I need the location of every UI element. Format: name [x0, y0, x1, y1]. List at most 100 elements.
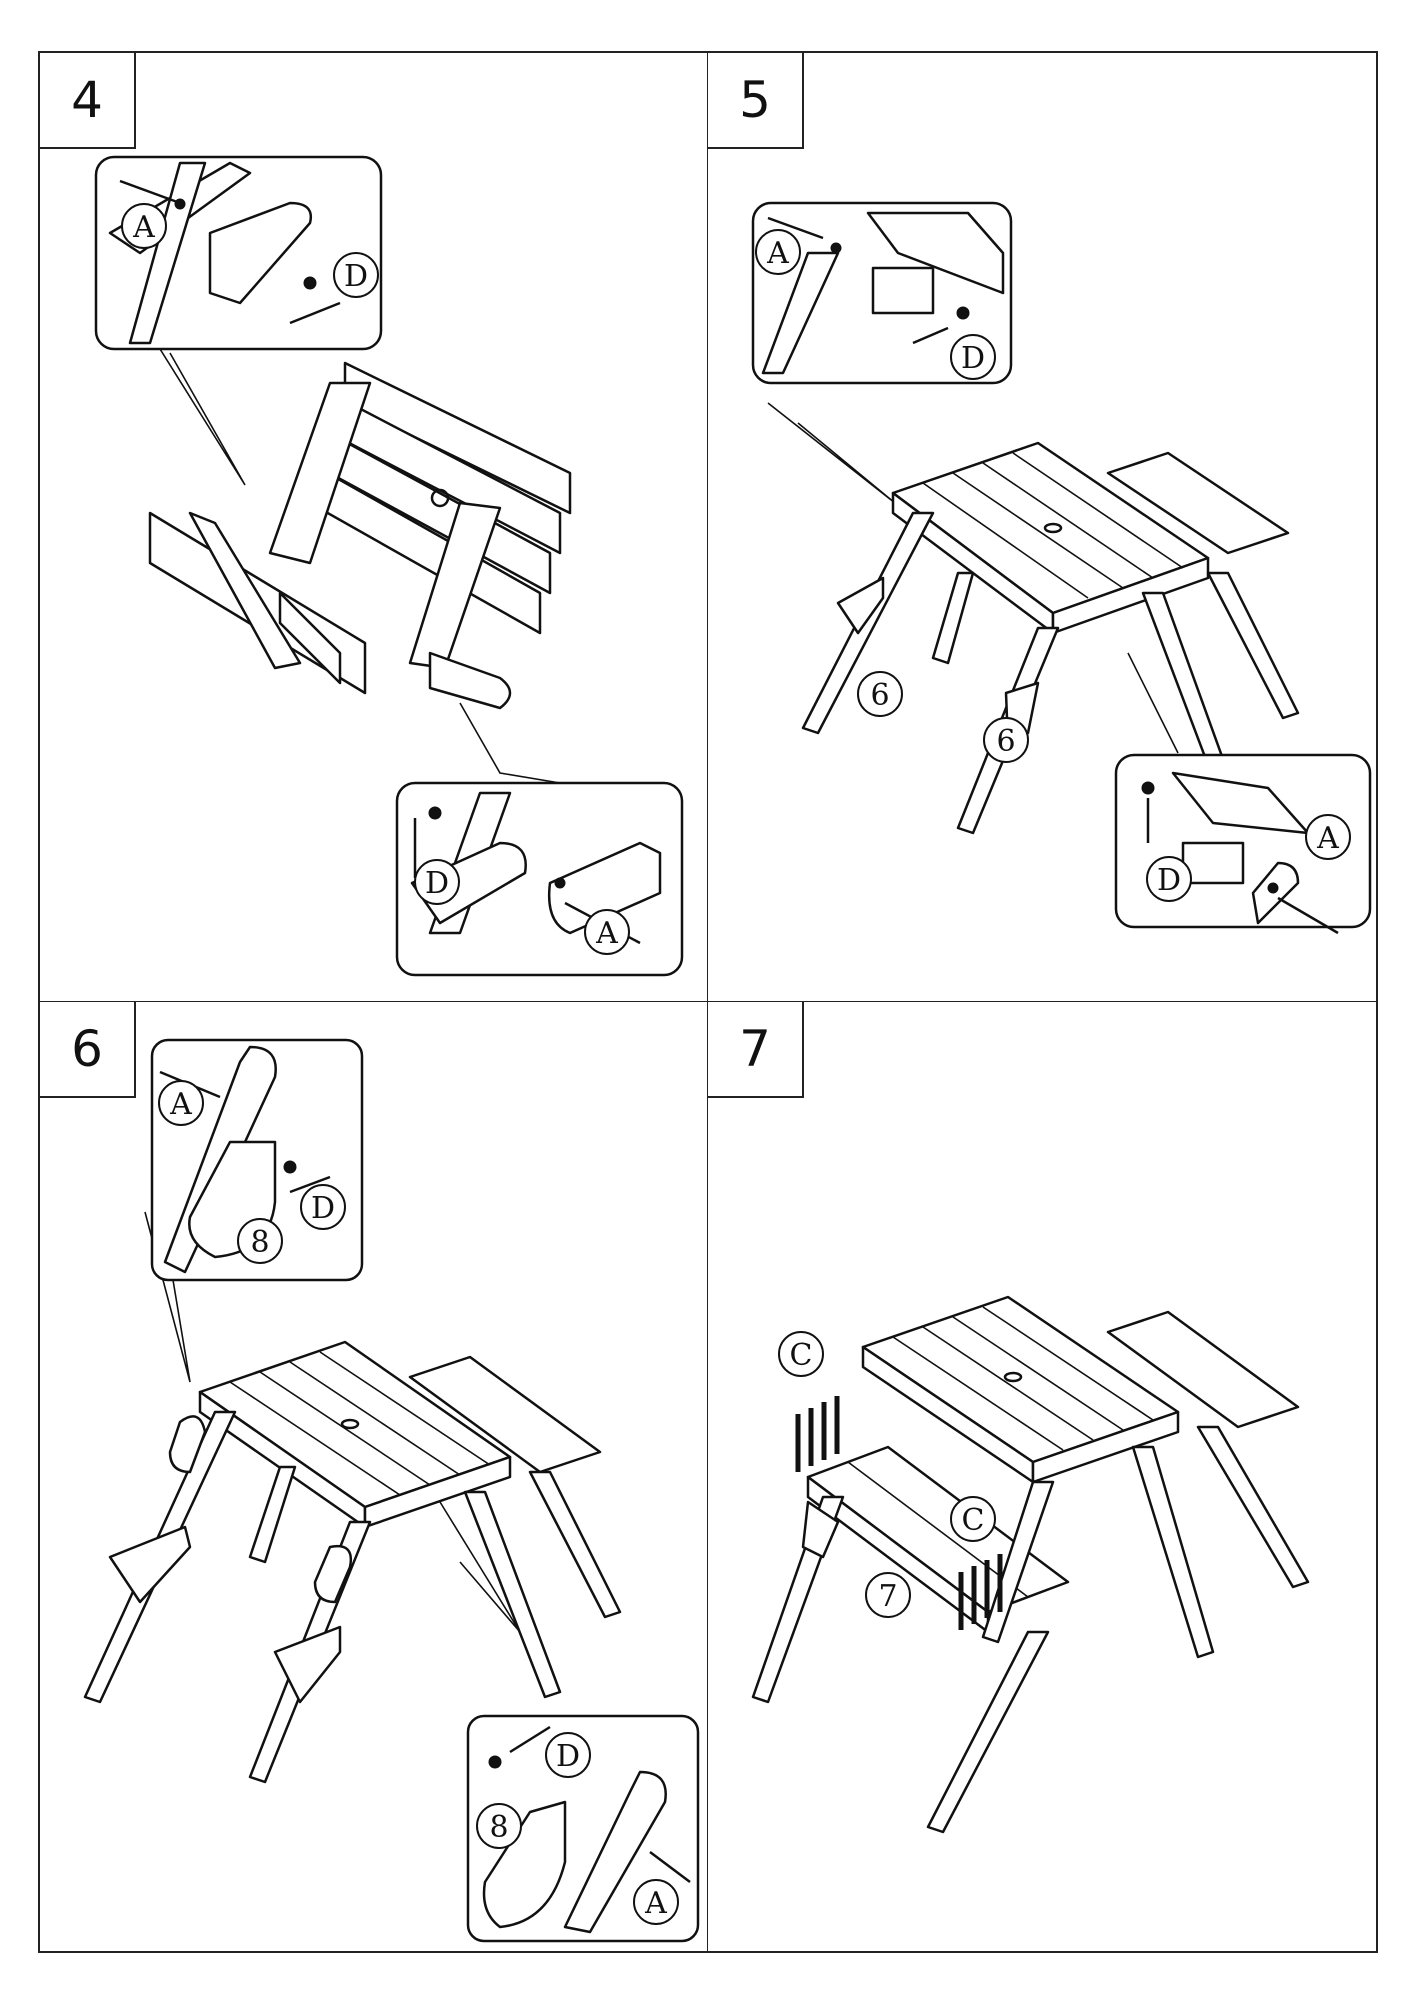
hardware-callout-d: D [300, 1184, 346, 1230]
leader-line [149, 332, 246, 486]
step-number: 4 [40, 53, 136, 149]
step-5-panel: 5 A D 6 6 D A [708, 53, 1376, 1002]
hardware-callout-d: D [414, 859, 460, 905]
hardware-callout-c: C [950, 1496, 996, 1542]
hardware-callout-c: C [778, 1331, 824, 1377]
nut [283, 1160, 297, 1174]
nut [303, 276, 317, 290]
inset-arm-board [208, 201, 313, 305]
step-7-panel: 7 C C 7 [708, 1002, 1376, 1951]
hardware-callout-d: D [1146, 856, 1192, 902]
part-callout-6: 6 [983, 717, 1029, 763]
hardware-callout-a: A [158, 1080, 204, 1126]
nut [428, 806, 442, 820]
board-seam [922, 482, 1089, 599]
frame-block [278, 591, 342, 685]
nut [488, 1755, 502, 1769]
inset-leg-board [1251, 861, 1300, 925]
screw-group-right [958, 1554, 1003, 1630]
part-8-arm [168, 1415, 207, 1474]
table-leg [248, 1465, 297, 1564]
bench-leg [1206, 571, 1300, 720]
bolt-shaft [1277, 896, 1339, 935]
frame-leg [268, 381, 372, 565]
board-seam [319, 1351, 491, 1466]
board-seam [982, 1306, 1154, 1421]
table-leg [931, 571, 975, 665]
board-seam [229, 1381, 401, 1496]
instruction-sheet: 4 A D D A [38, 51, 1378, 1953]
board-seam [1012, 452, 1184, 569]
bolt-shaft [767, 216, 824, 240]
step-4-panel: 4 A D D A [40, 53, 708, 1002]
inset-leg-board [563, 1770, 667, 1934]
table-leg [926, 1630, 1050, 1834]
part-callout-8: 8 [476, 1803, 522, 1849]
bench-leg [1141, 591, 1230, 780]
umbrella-hole [340, 1418, 360, 1430]
board-seam [952, 1316, 1124, 1431]
bolt-shaft [119, 179, 181, 205]
table-top-edge [1031, 1410, 1180, 1484]
seat-support [273, 1625, 342, 1704]
board-seam [982, 462, 1154, 579]
step-6-illustration [83, 1038, 700, 1943]
hardware-callout-d: D [950, 334, 996, 380]
seat-support [801, 1500, 840, 1559]
step-number: 7 [708, 1002, 804, 1098]
hardware-callout-a: A [755, 229, 801, 275]
nut [956, 306, 970, 320]
board-seam [892, 1336, 1064, 1451]
seat-support [108, 1525, 192, 1604]
step-4-illustration [94, 155, 684, 977]
part-8-arm [313, 1544, 353, 1604]
step-6-panel: 6 A D 8 D 8 A [40, 1002, 708, 1951]
frame-brace [188, 511, 302, 670]
washer [1267, 882, 1279, 894]
table-top-edge [363, 1455, 512, 1529]
hardware-callout-a: A [633, 1879, 679, 1925]
allen-key [509, 1725, 551, 1754]
bench-seat [1106, 451, 1290, 555]
inset-block [871, 266, 935, 315]
umbrella-hole [1043, 522, 1063, 534]
leader-line [767, 402, 896, 504]
inset-leg-board [128, 161, 207, 345]
part-6-arm [836, 576, 885, 635]
step-number: 5 [708, 53, 804, 149]
part-callout-6: 6 [857, 671, 903, 717]
hardware-callout-d: D [545, 1732, 591, 1778]
hardware-callout-a: A [121, 203, 167, 249]
hardware-callout-a: A [1305, 814, 1351, 860]
leader-line [459, 702, 561, 784]
table-leg [801, 511, 935, 735]
bench-seat [1106, 1310, 1300, 1429]
nut [1141, 781, 1155, 795]
washer [830, 242, 842, 254]
hardware-callout-d: D [333, 252, 379, 298]
inset-table-board [866, 211, 1005, 295]
step-number: 6 [40, 1002, 136, 1098]
bench-leg [1131, 1445, 1215, 1659]
part-callout-8: 8 [237, 1218, 283, 1264]
hardware-callout-a: A [584, 909, 630, 955]
umbrella-hole [1003, 1371, 1023, 1383]
screw-group-left [795, 1396, 840, 1472]
washer [174, 198, 186, 210]
allen-key [289, 1175, 331, 1194]
arm-end [428, 651, 512, 710]
washer [554, 877, 566, 889]
inset-block [1181, 841, 1245, 885]
part-8-arm [482, 1800, 567, 1929]
umbrella-hole [430, 488, 450, 508]
table-top-edge [1051, 556, 1210, 635]
board-seam [922, 1326, 1094, 1441]
leader-line [1127, 652, 1179, 754]
inset-leg-board [761, 251, 840, 375]
board-seam [289, 1361, 461, 1476]
allen-key [289, 301, 341, 325]
bench-leg [463, 1490, 562, 1699]
step-7-illustration [751, 1295, 1310, 1834]
bench-seat [408, 1355, 602, 1474]
board-seam [259, 1371, 431, 1486]
